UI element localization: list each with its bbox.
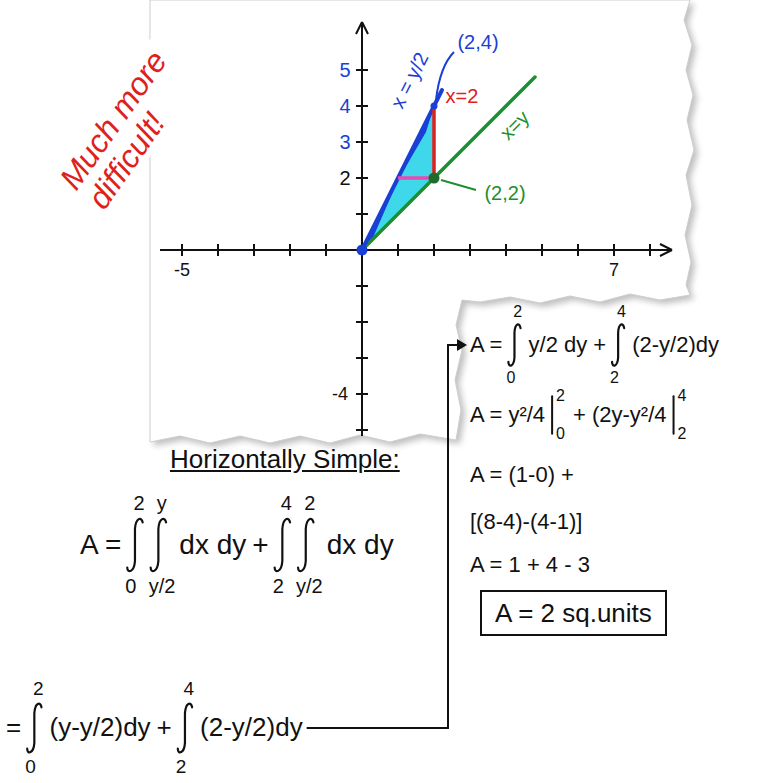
handwritten-text: 4	[678, 387, 687, 405]
evaluation-bar	[673, 396, 675, 433]
line-x-equals-half-y	[362, 90, 442, 250]
arrow-head	[457, 339, 467, 351]
x-axis	[160, 249, 672, 251]
handwritten-text: 2	[133, 492, 144, 515]
handwritten-text: y²/4	[508, 402, 545, 427]
answer-box: A = 2 sq.units	[480, 590, 667, 636]
handwritten-text: 2	[337, 167, 352, 190]
handwritten-text: 4	[617, 303, 626, 321]
y-axis-arrow	[356, 22, 368, 34]
handwritten-text: (2-y/2)dy	[632, 332, 719, 357]
handwritten-text: 2	[513, 303, 522, 321]
handwritten-text: 0	[506, 369, 515, 387]
handwritten-text: 3	[337, 131, 352, 154]
handwritten-text: 7	[607, 260, 621, 281]
integral-sign	[151, 519, 166, 571]
handwritten-text: 2	[176, 756, 187, 778]
handwritten-text: A = 1 + 4 - 3	[470, 552, 590, 577]
integral-sign	[298, 519, 313, 571]
handwritten-text: 4	[337, 95, 352, 118]
handwritten-text: 2	[556, 387, 565, 405]
handwritten-text: dx dy	[327, 529, 394, 561]
handwritten-text: dx dy	[179, 529, 246, 561]
handwritten-text: -5	[172, 260, 192, 281]
evaluation-bar	[551, 396, 553, 433]
handwritten-text: (y-y/2)dy	[49, 713, 150, 743]
handwritten-text: A =	[470, 332, 502, 357]
handwritten-text: 0	[556, 425, 565, 443]
integral-sign	[127, 519, 142, 571]
handwritten-text: +	[252, 529, 268, 561]
handwritten-text: Horizontally Simple:	[170, 445, 400, 475]
handwritten-text: y	[157, 492, 167, 515]
origin-dot	[357, 245, 368, 256]
handwritten-text: 5	[337, 59, 352, 82]
x-axis-arrow	[660, 244, 672, 256]
integral-sign	[178, 704, 192, 753]
y-axis	[361, 22, 363, 436]
handwritten-text: (2-y/2)dy	[200, 713, 303, 743]
handwritten-text: -4	[330, 384, 350, 405]
handwritten-text: x=2	[444, 85, 481, 108]
handwritten-text: 0	[125, 575, 136, 598]
answer-text: A = 2 sq.units	[495, 599, 652, 629]
handwritten-text: y/2	[296, 575, 323, 598]
handwritten-text: (2,4)	[455, 31, 500, 54]
line-x-equals-2	[432, 106, 436, 178]
handwritten-text: y/2 dy	[529, 332, 588, 357]
bracket-arrow	[307, 345, 460, 728]
y-ticks	[356, 70, 368, 430]
x-ticks	[182, 244, 650, 256]
integral-sign	[27, 704, 41, 753]
handwritten-text: 2	[610, 369, 619, 387]
handwritten-text: 4	[184, 678, 195, 700]
handwritten-text: A =	[470, 402, 502, 427]
handwritten-text: 2	[304, 492, 315, 515]
handwritten-text: +	[157, 713, 172, 743]
point-dot	[429, 173, 440, 184]
integral-sign	[508, 324, 520, 365]
handwritten-text: 0	[25, 756, 36, 778]
handwritten-text: =	[6, 713, 21, 743]
leader-line	[441, 180, 476, 190]
handwritten-text: A = (1-0) +	[470, 462, 574, 487]
handwritten-text: +	[593, 332, 606, 357]
handwritten-text: 4	[281, 492, 292, 515]
handwritten-text: 2	[273, 575, 284, 598]
integral-sign	[612, 324, 624, 365]
handwritten-text: 2	[678, 425, 687, 443]
handwritten-text: (2,2)	[482, 182, 527, 205]
graph-panel	[150, 0, 694, 443]
handwritten-text: 2	[33, 678, 44, 700]
handwritten-text: + (2y-y²/4	[573, 402, 667, 427]
point-dot	[431, 103, 438, 110]
handwritten-text: y/2	[149, 575, 176, 598]
handwritten-text: [(8-4)-(4-1)]	[470, 509, 582, 534]
integral-sign	[275, 519, 290, 571]
handwritten-text: A =	[80, 529, 121, 561]
